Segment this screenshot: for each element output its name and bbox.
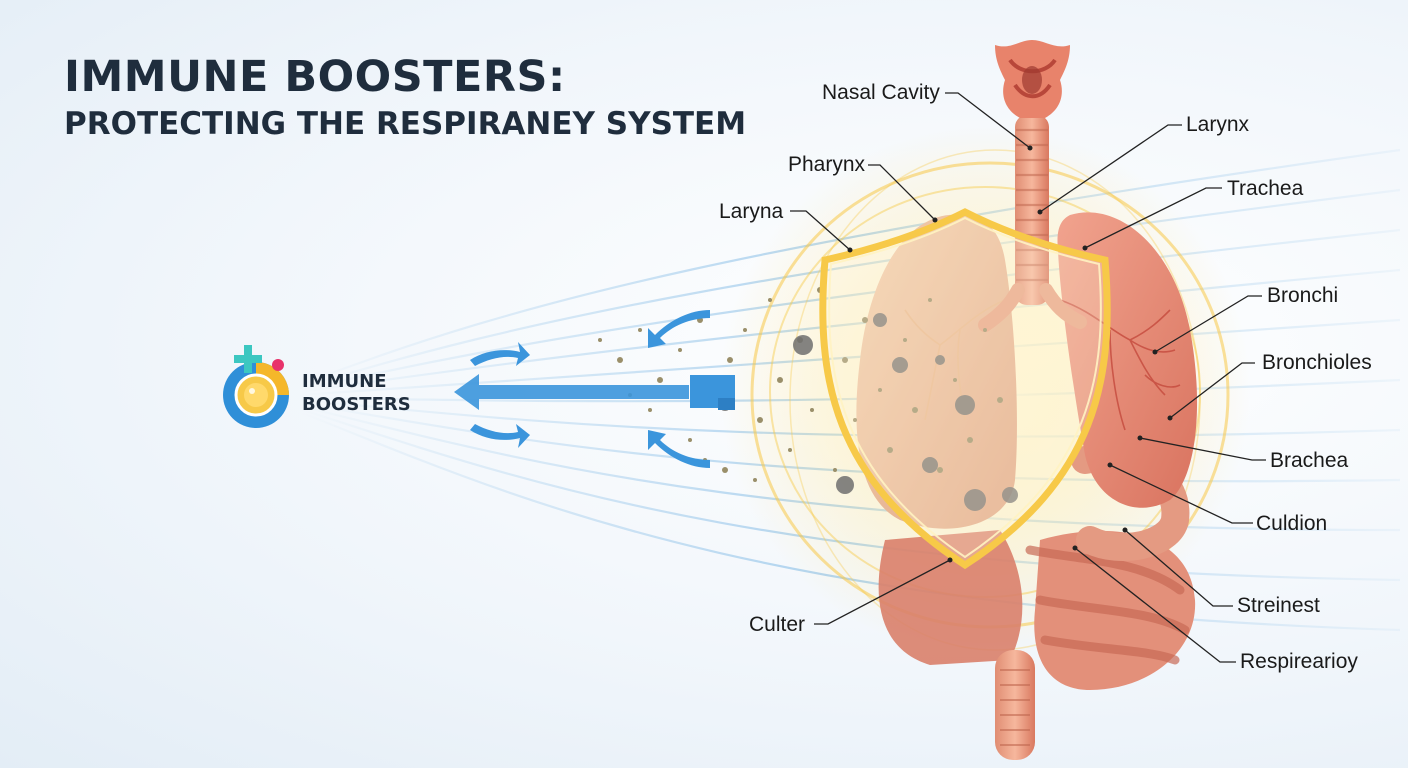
immune-booster-icon	[223, 345, 289, 428]
label-trachea: Trachea	[1227, 177, 1304, 200]
label-bronchioles: Bronchioles	[1262, 351, 1372, 374]
label-nasal-cavity: Nasal Cavity	[822, 81, 940, 104]
label-bronchi: Bronchi	[1267, 284, 1339, 307]
right-lung	[1057, 212, 1198, 508]
label-laryna: Laryna	[719, 200, 784, 223]
immune-boosters-badge: IMMUNE BOOSTERS	[302, 370, 411, 416]
defense-arrows	[454, 310, 735, 468]
larynx-structure	[995, 40, 1070, 118]
label-larynx: Larynx	[1186, 113, 1250, 136]
label-brachea: Brachea	[1270, 449, 1349, 472]
badge-line-2: BOOSTERS	[302, 394, 411, 415]
label-culter: Culter	[749, 613, 806, 636]
label-streinest: Streinest	[1237, 594, 1320, 617]
shield	[819, 208, 1111, 570]
right-lung-branches	[1059, 299, 1181, 431]
page-title: IMMUNE BOOSTERS:	[64, 52, 566, 102]
badge-line-1: IMMUNE	[302, 371, 387, 392]
leader-lines	[790, 92, 1266, 663]
leader-dots	[847, 145, 1173, 563]
label-respirearioy: Respirearioy	[1240, 650, 1358, 673]
label-pharynx: Pharynx	[788, 153, 866, 176]
title-block: IMMUNE BOOSTERS: PROTECTING THE RESPIRAN…	[64, 52, 746, 144]
page-subtitle: PROTECTING THE RESPIRANEY SYSTEM	[64, 106, 747, 142]
left-lung	[856, 214, 1017, 529]
trachea	[978, 115, 1087, 332]
label-culdion: Culdion	[1256, 512, 1328, 535]
